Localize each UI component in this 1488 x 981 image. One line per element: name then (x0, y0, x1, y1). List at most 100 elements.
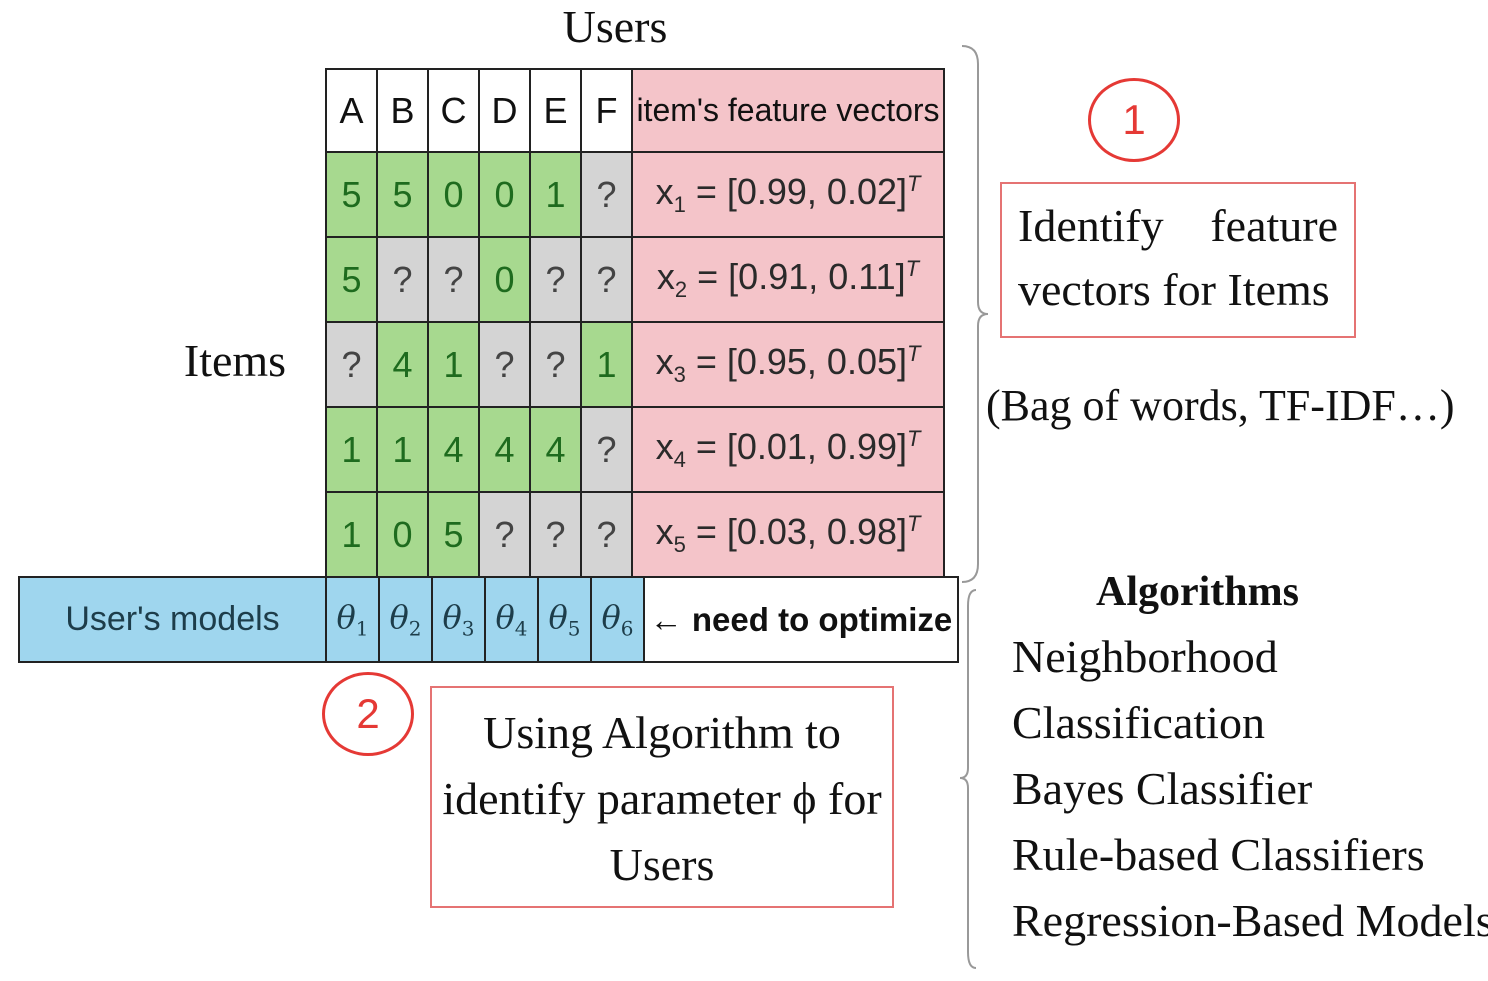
transpose-mark: T (906, 425, 921, 451)
user-model-parameter: θ2 (378, 576, 433, 663)
brace-bottom (959, 589, 977, 969)
theta-index: 6 (620, 616, 634, 641)
unknown-rating-cell: ? (478, 321, 531, 408)
transpose-mark: T (906, 340, 921, 366)
algorithm-item: Neighborhood (1012, 631, 1278, 682)
step-1-text: vectors for Items (1018, 264, 1330, 315)
rating-cell: 5 (427, 491, 480, 578)
unknown-rating-cell: ? (580, 491, 633, 578)
rating-cell: 4 (478, 406, 531, 493)
unknown-rating-cell: ? (529, 321, 582, 408)
feature-vector-header: item's feature vectors (631, 68, 945, 153)
vector-values: [0.95, 0.05] (726, 340, 907, 382)
rating-cell: 5 (325, 151, 378, 238)
unknown-rating-cell: ? (376, 236, 429, 323)
rating-cell: 0 (478, 151, 531, 238)
user-column-header: E (529, 68, 582, 153)
user-column-header: B (376, 68, 429, 153)
step-1-text: Identify (1018, 200, 1164, 251)
equals-sign: = (685, 510, 727, 552)
vector-values: [0.91, 0.11] (728, 255, 906, 297)
algorithm-item: Regression-Based Models (1012, 895, 1488, 946)
rating-cell: 1 (376, 406, 429, 493)
brace-top (961, 45, 989, 583)
step-2-text: Using Algorithm to (483, 707, 841, 758)
vector-index: 2 (674, 277, 688, 303)
user-model-parameter: θ6 (590, 576, 645, 663)
matrix-header-row: A B C D E F item's feature vectors (325, 68, 945, 153)
user-column-header: F (580, 68, 633, 153)
user-model-parameter: θ5 (537, 576, 592, 663)
theta-index: 2 (408, 616, 422, 641)
theta-symbol: θ (442, 598, 462, 637)
unknown-rating-cell: ? (427, 236, 480, 323)
user-column-header: A (325, 68, 378, 153)
vector-values: [0.03, 0.98] (726, 510, 907, 552)
user-model-parameter: θ3 (431, 576, 486, 663)
rating-cell: 1 (427, 321, 480, 408)
user-model-parameter: θ1 (325, 576, 380, 663)
rating-cell: 0 (376, 491, 429, 578)
unknown-rating-cell: ? (325, 321, 378, 408)
vector-values: [0.99, 0.02] (726, 170, 907, 212)
vector-index: 3 (673, 362, 686, 388)
vector-values: [0.01, 0.99] (726, 425, 907, 467)
feature-vector-cell: x3 = [0.95, 0.05]T (631, 321, 945, 408)
vector-index: 1 (673, 192, 686, 218)
unknown-rating-cell: ? (529, 236, 582, 323)
rating-cell: 1 (325, 406, 378, 493)
vector-index: 5 (673, 532, 686, 558)
theta-index: 5 (567, 616, 581, 641)
theta-index: 4 (514, 616, 528, 641)
step-1-text: feature (1210, 200, 1338, 251)
feature-vector-cell: x1 = [0.99, 0.02]T (631, 151, 945, 238)
theta-symbol: θ (601, 598, 621, 637)
rating-cell: 4 (376, 321, 429, 408)
transpose-mark: T (905, 255, 920, 281)
rating-cell: 5 (325, 236, 378, 323)
feature-vector-cell: x5 = [0.03, 0.98]T (631, 491, 945, 578)
vector-variable: x (655, 510, 674, 552)
step-2-text: identify parameter ϕ for (442, 773, 882, 824)
unknown-rating-cell: ? (580, 406, 633, 493)
feature-vector-cell: x2 = [0.91, 0.11]T (631, 236, 945, 323)
optimize-note: ← need to optimize (643, 576, 959, 663)
vector-variable: x (655, 425, 674, 467)
algorithm-item: Classification (1012, 697, 1265, 748)
vector-variable: x (656, 255, 675, 297)
feature-methods-note: (Bag of words, TF-IDF…) (986, 381, 1455, 430)
rating-cell: 5 (376, 151, 429, 238)
rating-cell: 1 (325, 491, 378, 578)
theta-symbol: θ (495, 598, 515, 637)
vector-variable: x (655, 170, 674, 212)
theta-symbol: θ (336, 598, 356, 637)
theta-symbol: θ (389, 598, 409, 637)
equals-sign: = (685, 425, 727, 467)
algorithms-title: Algorithms (1096, 569, 1299, 615)
feature-vector-cell: x4 = [0.01, 0.99]T (631, 406, 945, 493)
equals-sign: = (687, 255, 729, 297)
items-axis-label: Items (183, 335, 287, 386)
rating-cell: 4 (427, 406, 480, 493)
user-column-header: C (427, 68, 480, 153)
algorithm-item: Bayes Classifier (1012, 763, 1313, 814)
user-models-label: User's models (18, 576, 327, 663)
rating-cell: 1 (529, 151, 582, 238)
theta-symbol: θ (548, 598, 568, 637)
step-2-badge: 2 (322, 672, 414, 756)
rating-cell: 0 (478, 236, 531, 323)
vector-variable: x (655, 340, 674, 382)
step-1-box: Identify feature vectors for Items (1000, 182, 1356, 338)
transpose-mark: T (906, 170, 921, 196)
user-model-parameter: θ4 (484, 576, 539, 663)
rating-cell: 4 (529, 406, 582, 493)
algorithm-item: Rule-based Classifiers (1012, 829, 1425, 880)
theta-index: 1 (355, 616, 369, 641)
rating-cell: 0 (427, 151, 480, 238)
theta-index: 3 (461, 616, 475, 641)
